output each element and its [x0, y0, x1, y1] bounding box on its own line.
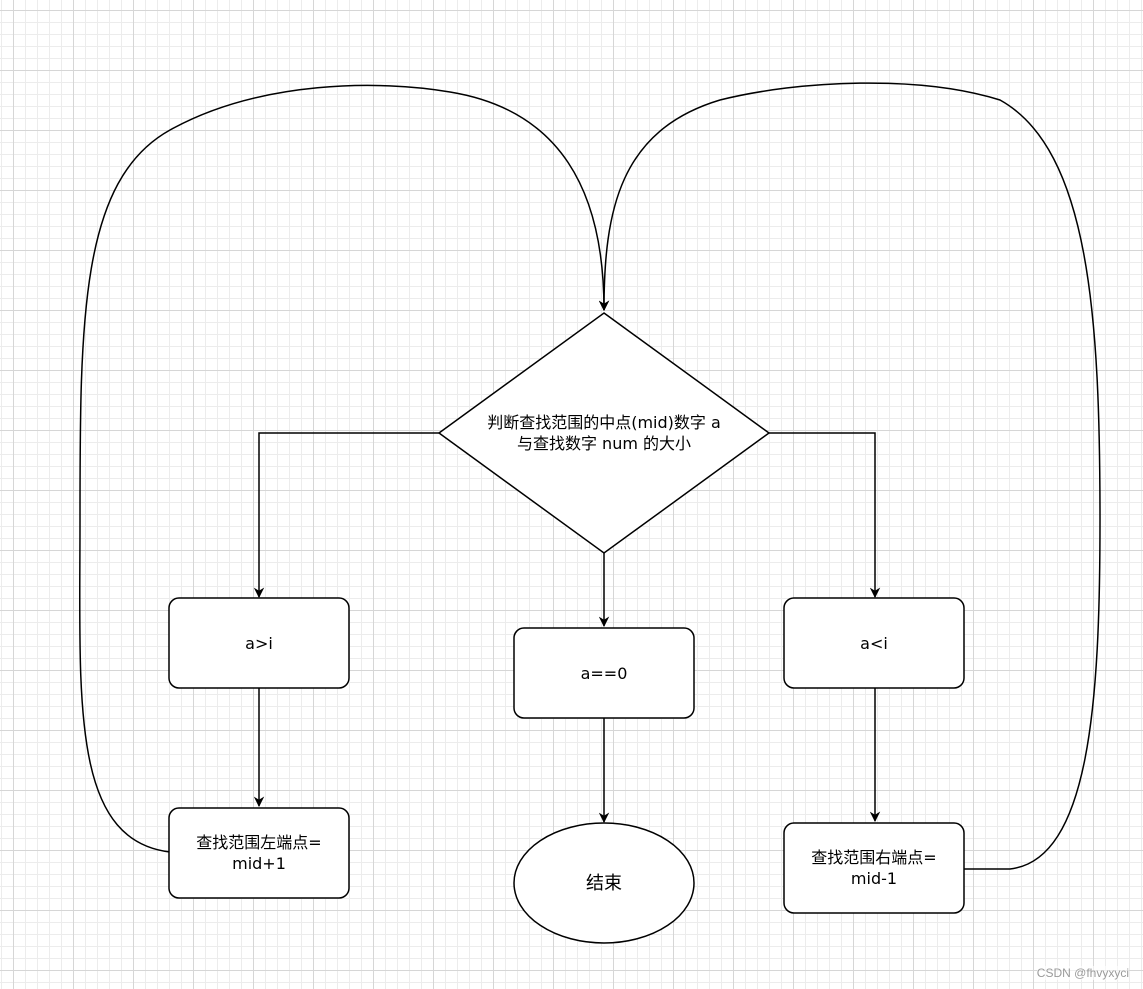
left-action-box	[168, 807, 350, 899]
right-condition-box	[783, 597, 965, 689]
watermark: CSDN @fhvyxyci	[1036, 966, 1129, 980]
left-condition-box	[168, 597, 350, 689]
edge-right-loop-back	[598, 82, 1101, 870]
right-action-box	[783, 822, 965, 914]
end-ellipse	[513, 822, 695, 944]
edge-left-loop-back	[78, 84, 610, 853]
middle-condition-box	[513, 627, 695, 719]
decision-diamond	[437, 312, 771, 554]
edge-decision-to-right	[769, 432, 881, 599]
edge-decision-to-left	[253, 432, 439, 599]
